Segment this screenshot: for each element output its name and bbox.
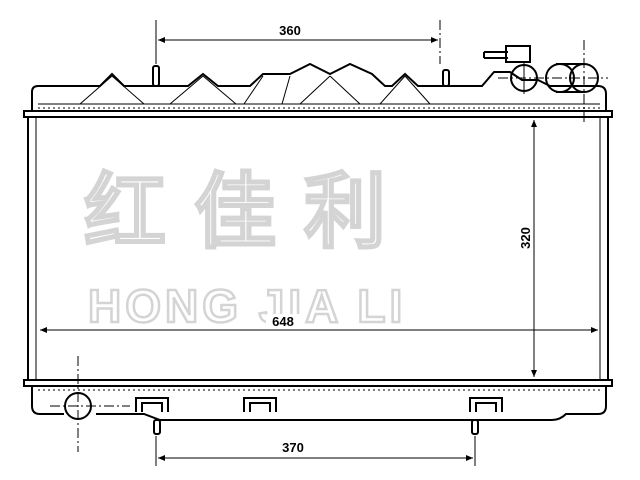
dimension-height-label: 320: [518, 227, 533, 249]
dimension-width-label-bg: [266, 314, 300, 328]
bottom-pin-right: [471, 419, 479, 435]
dimension-core-height: 320: [518, 120, 537, 377]
dimension-core-width: 648: [40, 314, 598, 333]
filler-neck-cap: [505, 45, 531, 63]
dimension-width-label: 648: [272, 314, 294, 329]
dimension-top-pipe-spacing: 360: [155, 20, 441, 64]
dimension-top-label: 360: [279, 23, 301, 38]
overflow-tube: [483, 51, 508, 59]
watermark-latin: HONG JIA LI: [88, 280, 406, 332]
mount-bracket-center: [243, 397, 277, 412]
dimension-bottom-label: 370: [282, 440, 304, 455]
top-tank-ribs: [79, 75, 431, 105]
watermark: 红佳利 HONG JIA LI: [83, 164, 414, 334]
top-pin-left: [152, 65, 160, 87]
top-pin-right: [442, 69, 450, 87]
top-tank-outline: [31, 62, 607, 111]
top-fittings: [483, 40, 608, 124]
bottom-pin-left: [153, 419, 161, 435]
watermark-chinese: 红佳利: [84, 165, 414, 260]
bottom-header-plate: [23, 379, 613, 387]
bottom-tank: [31, 356, 607, 452]
bottom-tank-outline: [31, 386, 607, 421]
dimension-bottom-pipe-spacing: 370: [155, 436, 476, 466]
top-tank: [31, 62, 607, 111]
mount-bracket-right: [469, 397, 503, 412]
mount-bracket-left: [135, 397, 169, 412]
